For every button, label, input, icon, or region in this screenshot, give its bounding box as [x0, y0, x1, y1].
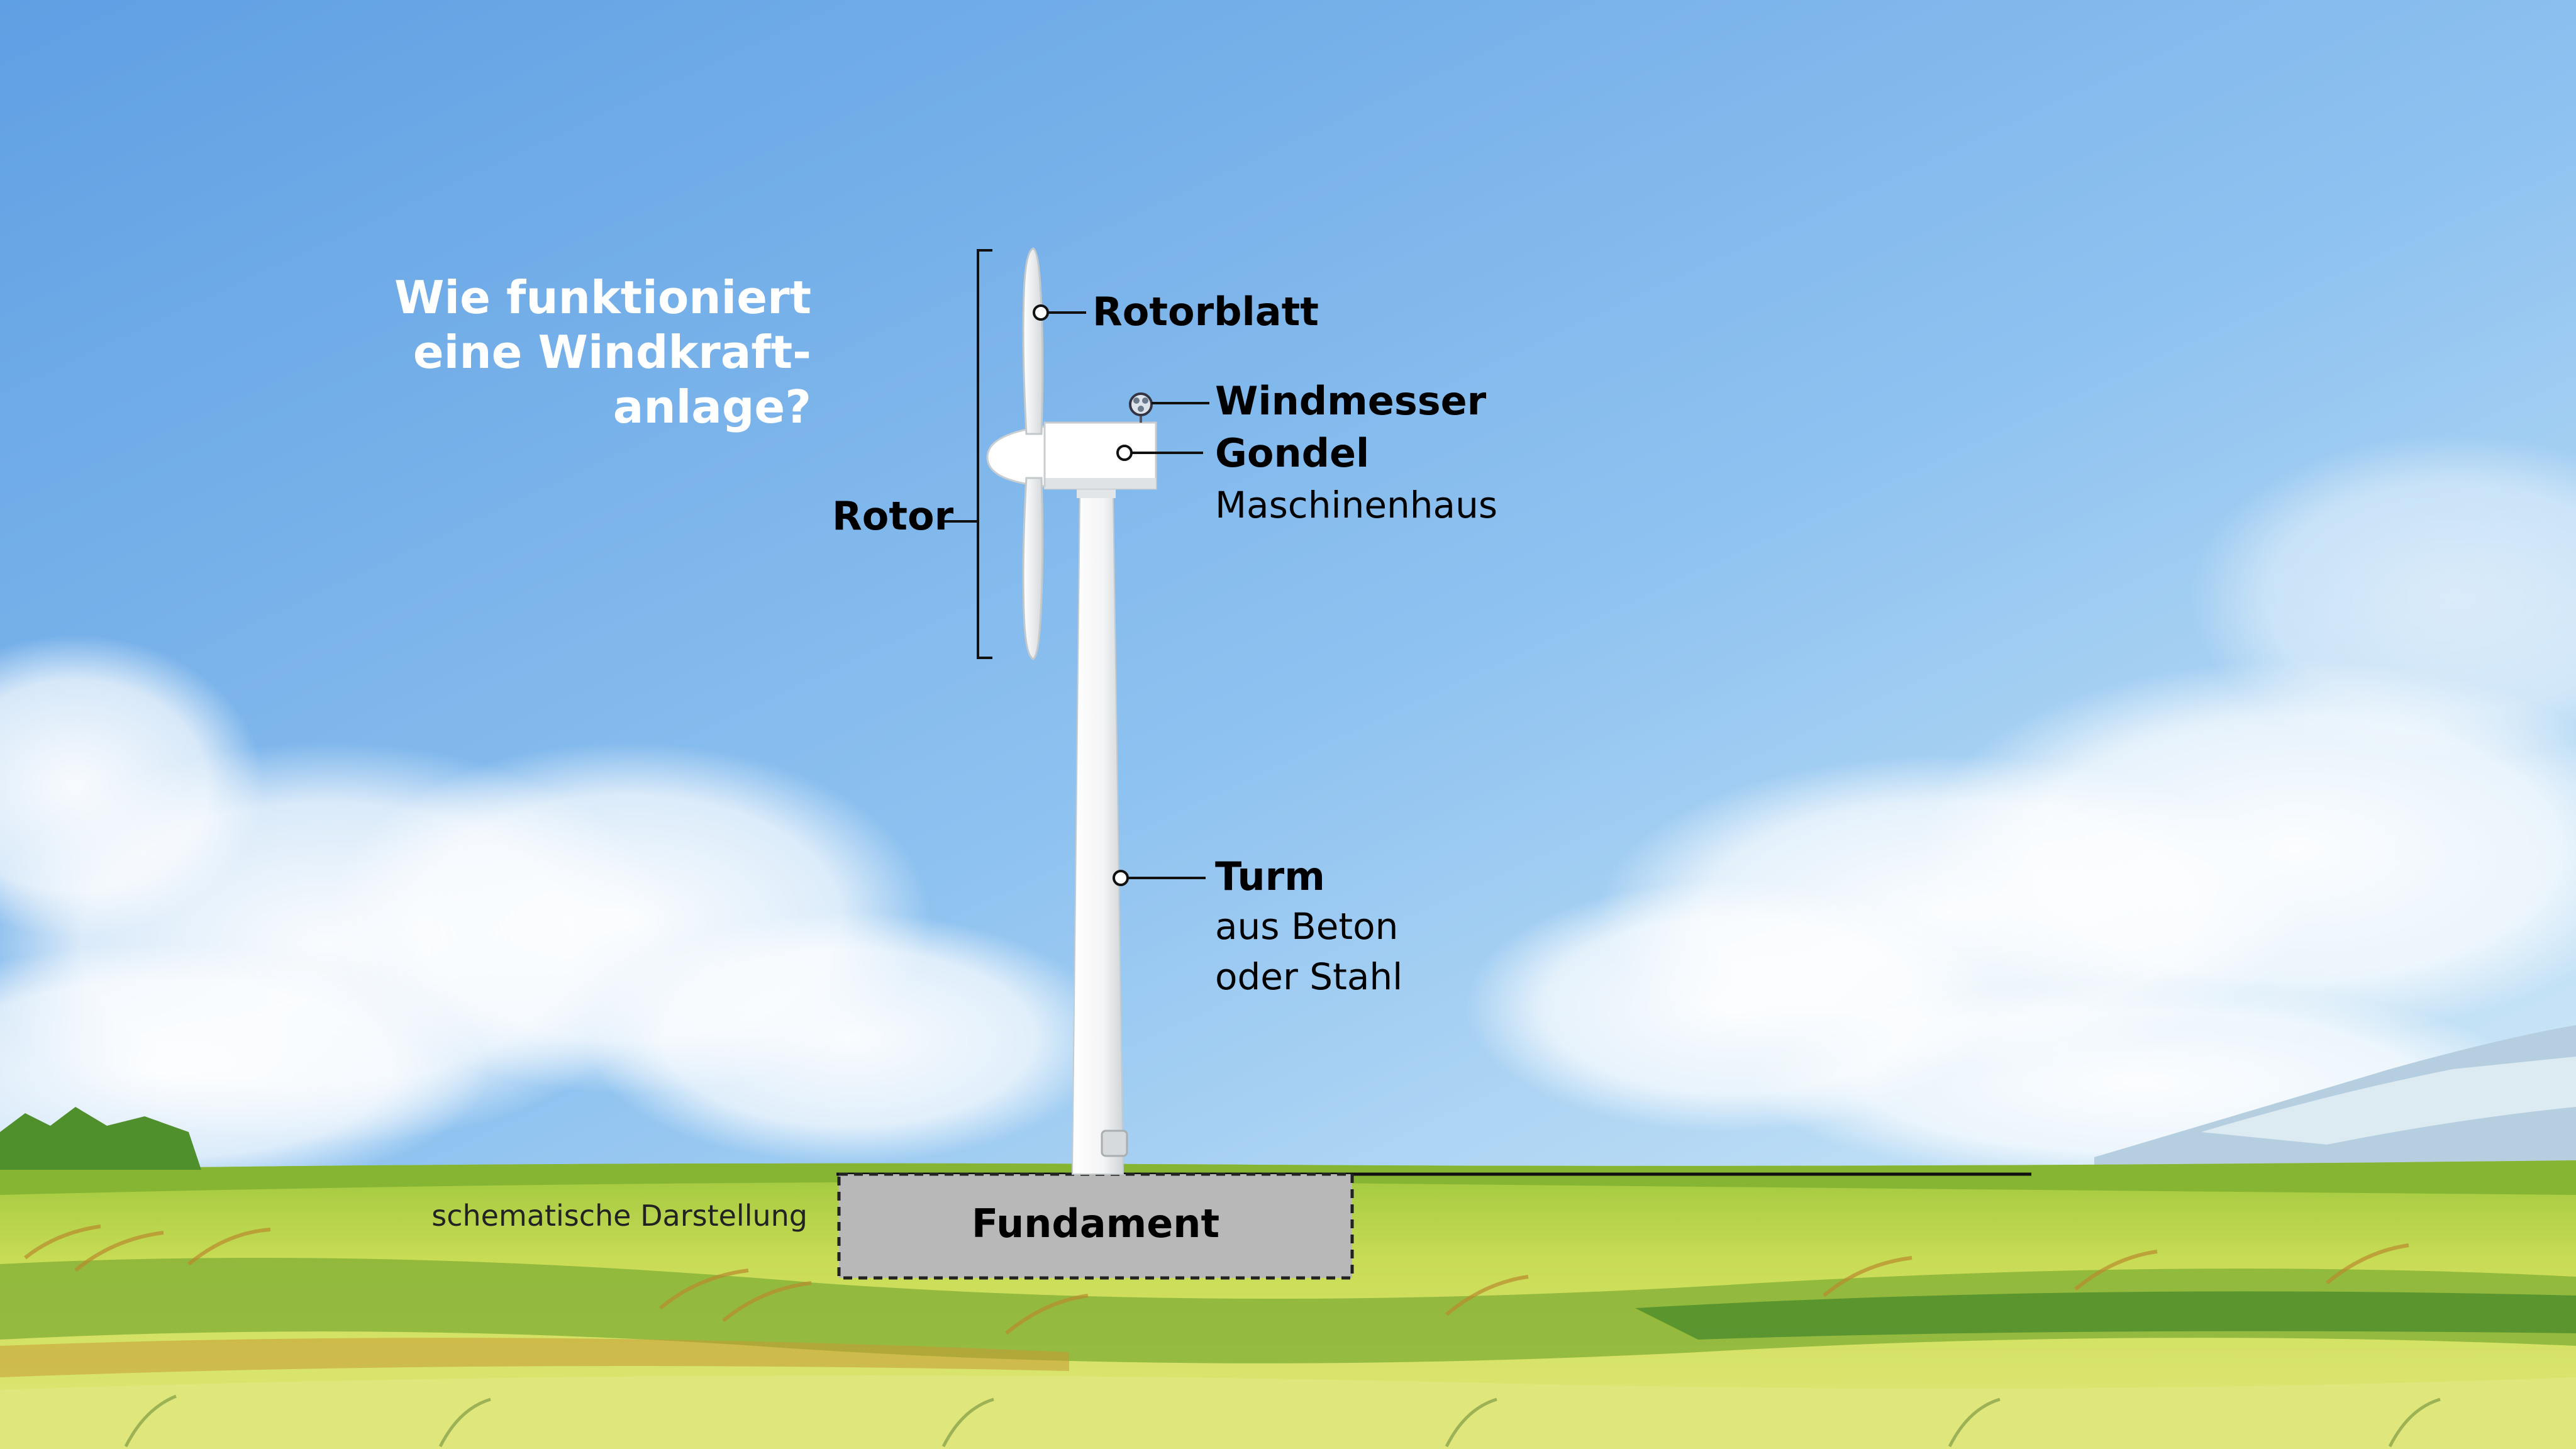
label-rotorblatt: Rotorblatt: [1092, 289, 1319, 335]
label-windmesser: Windmesser: [1215, 378, 1487, 424]
tower-door: [1101, 1130, 1128, 1157]
label-gondel: Gondel: [1215, 430, 1370, 476]
label-turm-sub-2: oder Stahl: [1215, 955, 1403, 998]
clouds-right: [1465, 434, 2576, 1182]
label-rotor: Rotor: [832, 493, 954, 539]
diagram-title: Wie funktioniert eine Windkraft- anlage?: [352, 270, 811, 435]
foundation-block: [837, 1172, 1354, 1280]
label-fundament: Fundament: [971, 1201, 1220, 1246]
rotor-blade-upper: [1022, 247, 1044, 435]
title-line-3: anlage?: [613, 380, 811, 434]
rotor-bracket: [977, 249, 992, 659]
grass-strokes: [24, 1224, 2409, 1335]
rotor-hub: [986, 425, 1046, 487]
clouds-left: [0, 635, 1113, 1195]
bushes-left: [0, 1107, 201, 1170]
label-turm: Turm: [1215, 853, 1325, 899]
leader-dots: [1033, 304, 1133, 886]
rotor-blade-lower: [1022, 477, 1044, 660]
label-turm-sub-1: aus Beton: [1215, 905, 1399, 948]
title-line-1: Wie funktioniert: [394, 271, 811, 324]
label-gondel-sub: Maschinenhaus: [1215, 484, 1498, 526]
schematic-note: schematische Darstellung: [431, 1199, 808, 1233]
title-line-2: eine Windkraft-: [413, 326, 811, 379]
leader-lines: [1046, 311, 1209, 879]
